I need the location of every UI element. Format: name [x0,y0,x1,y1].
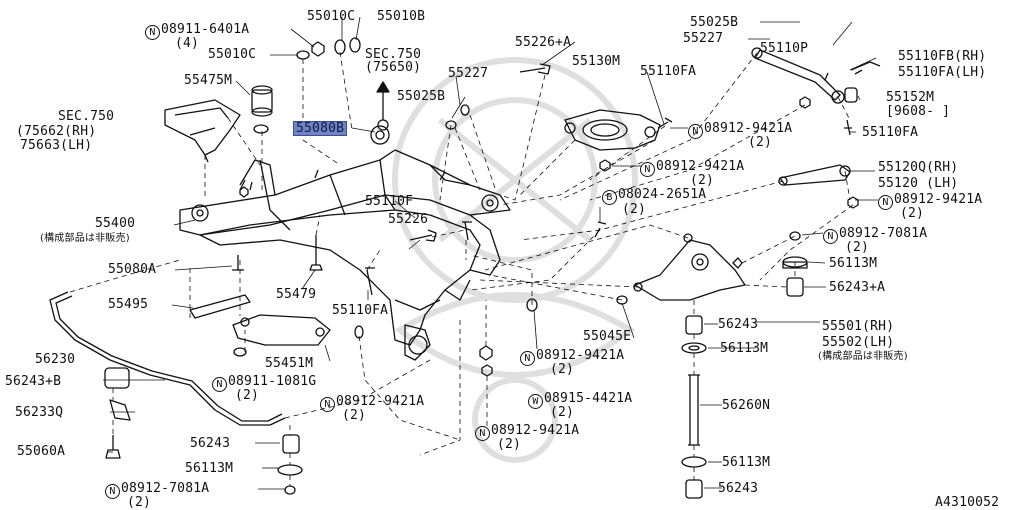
label-part-56113m-a: 56113M [829,256,878,271]
label-part-55010c: 55010C [307,9,356,24]
label-part-55226: 55226 [388,212,429,227]
label-part-55400: 55400 [95,216,136,231]
label-part-56243b: 56243+B [5,374,62,389]
label-part-55110p: 55110P [760,41,809,56]
sec750-bracket [164,99,241,163]
stabilizer-bar-56230 [49,291,286,426]
label-75650: (75650) [365,60,422,75]
label-part-56243-c: 56243 [718,481,759,496]
label-part-55110fa-lh: 55110FA(LH) [898,65,987,80]
label-sec750-top: SEC.750 [365,47,422,62]
label-qty-2-j: (2) [497,437,522,452]
label-part-56243-b: 56243 [190,436,231,451]
label-part-55152m: 55152M [886,90,935,105]
label-75662-rh: (75662(RH) [16,124,97,139]
label-part-56113m-d: 56113M [722,455,771,470]
label-part-56260n: 56260N [722,398,771,413]
label-qty-2-i: (2) [550,405,575,420]
label-part-56233q: 56233Q [15,405,64,420]
label-qty-2-f: (2) [550,362,575,377]
label-qty-2-g: (2) [235,388,260,403]
label-part-56243a: 56243+A [829,280,886,295]
label-part-56230: 56230 [35,352,76,367]
label-qty-2-b: (2) [690,173,715,188]
label-qty-4: (4) [175,36,200,51]
label-qty-2-k: (2) [127,495,152,510]
leader-lines [103,16,878,490]
label-not-sold-separately-b: (構成部品は非販売) [818,351,908,362]
label-qty-2-a: (2) [748,135,773,150]
label-part-55010b: 55010B [377,9,426,24]
label-part-55110fa-b: 55110FA [862,125,919,140]
label-qty-2-c: (2) [622,202,647,217]
label-part-55010c-b: 55010C [208,47,257,62]
support-55451m [232,314,331,346]
dashed-guide-lines [69,51,854,486]
rear-subframe [179,125,511,361]
label-part-55080b-highlighted[interactable]: 55080B [293,121,348,136]
label-part-55025b-b: 55025B [690,15,739,30]
label-part-56243-a: 56243 [718,317,759,332]
label-part-55475m: 55475M [184,73,233,88]
label-date-9608: [9608- ] [886,104,951,119]
label-qty-2-h: (2) [342,408,367,423]
diagram-id: A4310052 [935,495,1000,510]
label-qty-2-d: (2) [900,206,925,221]
label-75663-lh: 75663(LH) [20,138,93,153]
label-part-55110fb-rh: 55110FB(RH) [898,49,987,64]
label-sec750-left: SEC.750 [58,109,115,124]
label-part-55045e: 55045E [583,329,632,344]
bushing-stack-left [105,235,364,495]
label-part-55501-rh: 55501(RH) [822,319,895,334]
label-part-55495: 55495 [108,297,149,312]
label-part-55060a: 55060A [17,444,66,459]
label-part-55025b: 55025B [397,89,446,104]
label-part-55130m: 55130M [572,54,621,69]
label-part-55227-b: 55227 [683,31,724,46]
label-part-55451m: 55451M [265,356,314,371]
label-part-55110fa-a: 55110FA [640,64,697,79]
label-qty-2-e: (2) [845,240,870,255]
label-part-55120q-rh: 55120Q(RH) [878,160,959,175]
link-55120 [778,119,852,186]
label-part-55479: 55479 [276,287,317,302]
label-part-55227: 55227 [448,66,489,81]
lower-arm-55501 [633,233,746,301]
misc-bolts [239,63,859,377]
label-part-55226a: 55226+A [515,35,572,50]
label-part-55080a: 55080A [108,262,157,277]
label-part-56113m-b: 56113M [720,341,769,356]
label-part-55110f: 55110F [365,194,414,209]
lateral-link-55110p [751,47,881,104]
label-part-55110fa-c: 55110FA [332,303,389,318]
bushing-55475m [251,85,273,134]
label-part-55502-lh: 55502(LH) [822,335,895,350]
upper-arm-55130m [564,109,661,151]
label-part-55120-lh: 55120 (LH) [878,176,959,191]
plate-55495 [189,294,251,319]
sec750-arrow [376,81,390,131]
label-not-sold-separately-a: (構成部品は非販売) [40,233,130,244]
label-part-56113m-c: 56113M [185,461,234,476]
